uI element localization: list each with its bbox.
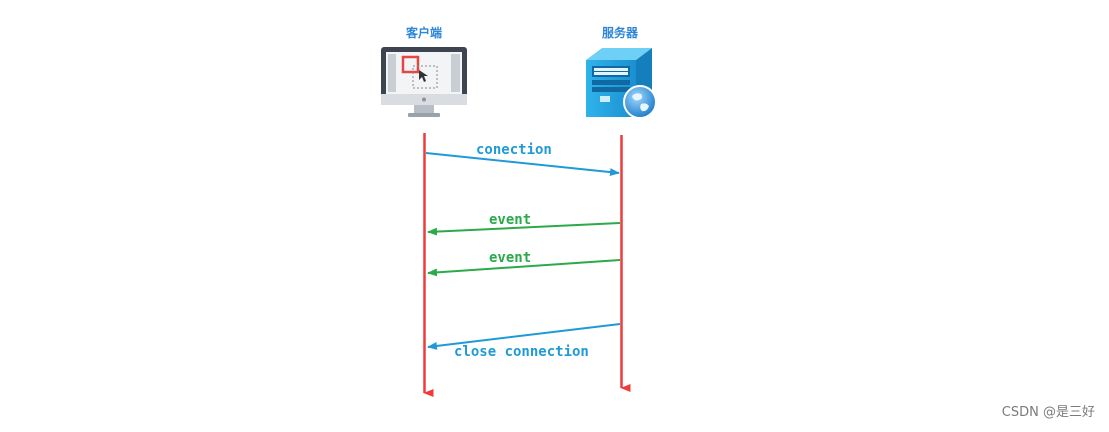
server-label: 服务器 [602,26,639,40]
watermark: CSDN @是三好 [1001,405,1095,420]
message-arrow-event-2 [427,259,621,277]
message-arrow-event-1 [427,222,621,236]
server-globe-icon [586,48,657,119]
message-arrow-conection [425,152,620,177]
message-arrow-close-connection [427,323,621,350]
message-label-conection: conection [476,142,552,158]
message-label-event-1: event [489,212,532,228]
client-label: 客户端 [406,26,443,40]
desktop-monitor-icon [381,47,467,117]
message-label-event-2: event [489,250,532,266]
message-label-close-connection: close connection [454,344,589,360]
